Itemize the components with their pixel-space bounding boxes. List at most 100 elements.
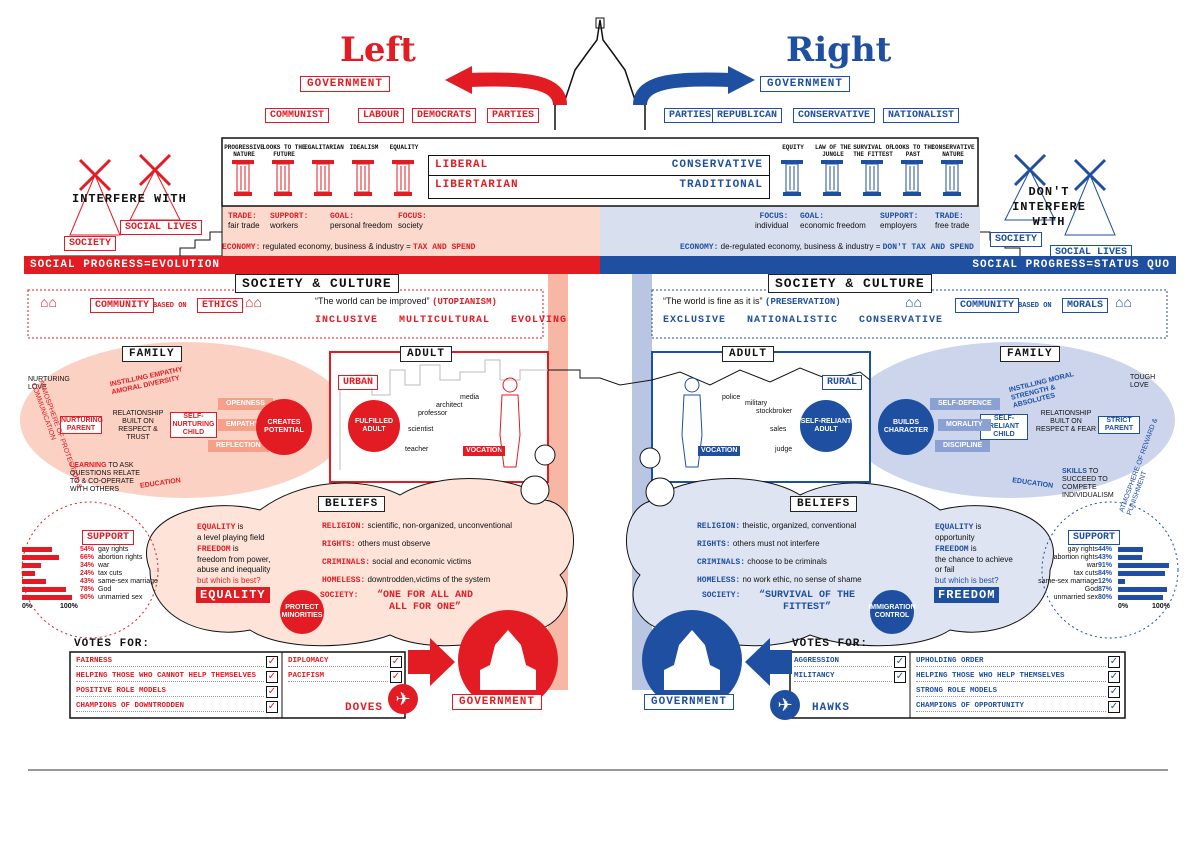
vote-item: MILITANCY <box>794 672 835 680</box>
checkbox-checked-icon: ✓ <box>1108 656 1120 668</box>
creates-potential-badge: CREATES POTENTIAL <box>256 399 312 455</box>
vote-item: HELPING THOSE WHO CANNOT HELP THEMSELVES <box>76 672 257 680</box>
party-tag: DEMOCRATS <box>412 108 477 123</box>
checkbox-checked-icon: ✓ <box>266 656 278 668</box>
right-relationship: RELATIONSHIP BUILT ON RESPECT & FEAR <box>1035 410 1097 433</box>
left-support-title: SUPPORT <box>82 530 135 545</box>
belief-key: RELIGION: <box>697 522 741 531</box>
job-label: military <box>745 400 768 407</box>
left-trade: TRADE:fair trade <box>228 212 260 230</box>
support-bar <box>22 587 66 592</box>
support-bar <box>1118 563 1169 568</box>
right-scale-icon <box>1004 153 1116 236</box>
vote-item: PACIFISM <box>288 672 325 680</box>
left-which-best: but which is best? <box>197 576 261 585</box>
right-beliefs-society: SOCIETY: <box>702 591 741 600</box>
right-support-title: SUPPORT <box>1068 530 1121 545</box>
vote-item: CHAMPIONS OF DOWNTRODDEN <box>76 702 185 710</box>
right-support: SUPPORT:employers <box>880 212 919 230</box>
left-traits: INCLUSIVE MULTICULTURAL EVOLVING <box>315 315 568 326</box>
left-quote: “The world can be improved” (UTOPIANISM) <box>315 296 497 307</box>
right-family-title: FAMILY <box>1000 346 1060 362</box>
support-pct: 24% <box>80 570 95 577</box>
left-society-culture-title: SOCIETY & CULTURE <box>235 274 399 293</box>
left-progress-label: SOCIAL PROGRESS=EVOLUTION <box>30 259 221 271</box>
support-label: same-sex marriage <box>1038 578 1098 585</box>
belief-value: scientific, non-organized, unconventiona… <box>367 521 512 530</box>
reflection-arrow: REFLECTION <box>208 440 269 452</box>
belief-key: CRIMINALS: <box>697 558 746 567</box>
right-society-culture-title: SOCIETY & CULTURE <box>768 274 932 293</box>
right-votes-title: VOTES FOR: <box>792 638 869 650</box>
pillar-icon <box>821 160 843 196</box>
left-houses-icon: ⌂⌂ <box>40 294 57 310</box>
support-bar <box>1118 571 1165 576</box>
job-label: media <box>460 394 480 401</box>
left-title: Left <box>340 30 416 70</box>
left-relationship: RELATIONSHIP BUILT ON RESPECT & TRUST <box>112 410 164 441</box>
support-pct: 43% <box>1098 554 1113 561</box>
vote-item: POSITIVE ROLE MODELS <box>76 687 167 695</box>
vote-divider <box>916 696 1106 697</box>
support-bar <box>1118 555 1142 560</box>
divider <box>429 175 769 176</box>
support-pct: 91% <box>1098 562 1113 569</box>
right-answer: FREEDOM <box>934 587 1000 603</box>
support-bar <box>22 595 72 600</box>
checkbox-checked-icon: ✓ <box>1108 686 1120 698</box>
vote-item: CHAMPIONS OF OPPORTUNITY <box>916 702 1025 710</box>
pillar-label: LAW OF THE JUNGLE <box>814 144 851 158</box>
urban-tag: URBAN <box>338 375 379 390</box>
left-axis-min: 0% <box>22 603 33 610</box>
right-society-motto: “SURVIVAL OF THE FITTEST” <box>758 590 855 613</box>
strict-parent: STRICT PARENT <box>1098 416 1140 434</box>
belief-row: RIGHTS: others must observe <box>322 539 430 549</box>
vote-divider <box>794 681 892 682</box>
rural-tag: RURAL <box>822 375 863 390</box>
party-tag: NATIONALIST <box>883 108 960 123</box>
vote-item: DIPLOMACY <box>288 657 329 665</box>
checkbox-checked-icon: ✓ <box>390 656 402 668</box>
support-pct: 54% <box>80 546 95 553</box>
vote-divider <box>288 666 388 667</box>
left-beliefs-title: BELIEFS <box>318 496 386 512</box>
job-label: stockbroker <box>756 408 793 415</box>
right-houses-icon-2: ⌂⌂ <box>1115 294 1132 310</box>
right-vocation-tag: VOCATION <box>698 446 741 456</box>
left-focus: FOCUS:society <box>398 212 427 230</box>
vote-divider <box>288 681 388 682</box>
person-icon <box>499 377 521 468</box>
right-beliefs-title: BELIEFS <box>790 496 858 512</box>
party-tag: PARTIES <box>664 108 717 123</box>
vote-item: HELPING THOSE WHO HELP THEMSELVES <box>916 672 1065 680</box>
left-based-on: BASED ON <box>153 302 187 310</box>
belief-value: no work ethic, no sense of shame <box>742 575 862 584</box>
left-learning: LEARNING TO ASK QUESTIONS RELATE TO & CO… <box>70 462 140 493</box>
job-label: teacher <box>405 446 429 453</box>
left-government-label: GOVERNMENT <box>300 76 391 92</box>
person-icon <box>681 377 703 468</box>
right-government-label: GOVERNMENT <box>760 76 851 92</box>
left-society-tag: SOCIETY <box>64 236 117 251</box>
nurturing-love: NURTURING LOVE <box>28 376 70 391</box>
left-axis-max: 100% <box>60 603 78 610</box>
right-scale-text: DON'T INTERFERE WITH <box>1012 185 1086 229</box>
right-houses-icon: ⌂⌂ <box>905 294 922 310</box>
morality-arrow: MORALITY <box>938 419 991 431</box>
pillar-icon <box>232 160 254 196</box>
pillar-label: CONSERVATIVE NATURE <box>931 144 975 158</box>
support-pct: 84% <box>1098 570 1113 577</box>
belief-row: CRIMINALS: social and economic victims <box>322 557 471 567</box>
vote-divider <box>76 696 264 697</box>
belief-key: HOMELESS: <box>322 576 366 585</box>
checkbox-checked-icon: ✓ <box>266 701 278 713</box>
right-goal: GOAL:economic freedom <box>800 212 866 230</box>
protect-minorities-badge: PROTECT MINORITIES <box>280 590 324 634</box>
job-label: judge <box>775 446 793 453</box>
left-progress-bar: SOCIAL PROGRESS=EVOLUTION <box>24 256 600 274</box>
vote-divider <box>916 711 1106 712</box>
pillar-icon <box>941 160 963 196</box>
support-pct: 90% <box>80 594 95 601</box>
